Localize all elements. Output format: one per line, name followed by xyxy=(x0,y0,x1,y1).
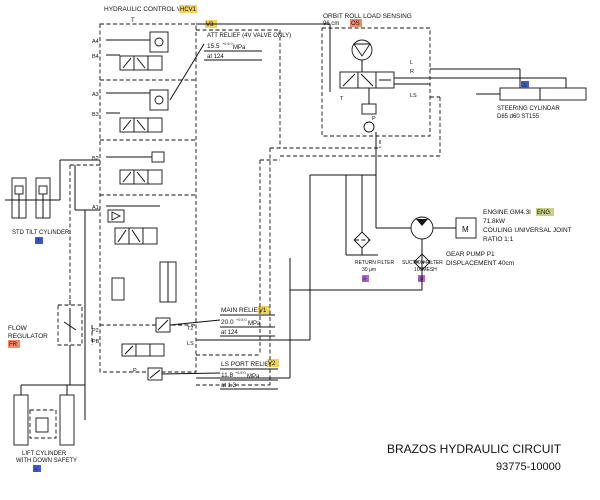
steering-cylinder-spec: D85 d60 ST155 xyxy=(497,114,540,120)
ls-port-relief-callout: LS PORT RELIEF V2 11.8 +0.5 0 MPa at 1.3 xyxy=(161,359,279,390)
att-relief-unit: MPa xyxy=(233,45,246,51)
spool-section-2 xyxy=(106,151,165,185)
spool-section-1 xyxy=(106,205,177,303)
spool-section-3 xyxy=(106,89,169,133)
hydraulic-lines xyxy=(21,23,441,420)
port-t2: T2 xyxy=(187,326,193,332)
ls-relief-label: LS PORT RELIEF xyxy=(221,361,273,368)
main-relief-setting: 20.0 xyxy=(221,319,234,326)
suction-filter-tag: Ⓢ xyxy=(418,276,423,283)
ls-relief-at: at 1.3 xyxy=(221,383,237,389)
engine-line4: RATIO 1:1 xyxy=(483,236,514,243)
diagram-title: BRAZOS HYDRAULIC CIRCUIT xyxy=(387,442,562,456)
port-a1: A1 xyxy=(92,205,99,211)
suction-filter-spec: 100MESH xyxy=(414,267,437,273)
engine-motor-symbol: M xyxy=(462,225,469,234)
main-relief-at: at 124 xyxy=(221,330,238,336)
port-p2: P2 xyxy=(92,328,99,334)
return-filter: RETURN FILTER 30 μm Ⓡ xyxy=(353,231,394,283)
orbit-port-t: T xyxy=(340,96,344,102)
lift-cylinder-line1: LIFT CYLINDER xyxy=(22,451,67,457)
engine-line3: COULING UNIVERSAL JOINT xyxy=(483,227,572,234)
return-filter-spec: 30 μm xyxy=(362,267,376,273)
att-relief-callout: V3 ATT RELIEF (4V VALVE ONLY) 15.5 +0.5 … xyxy=(169,20,291,101)
port-b3: B3 xyxy=(92,112,99,118)
hydraulic-control-valve: HYDRAULIC CONTROL VALVE HCV1 T xyxy=(92,5,197,381)
tilt-cylinder: STD TILT CYLINDER Ⓣ xyxy=(5,177,70,245)
orbit-port-r: R xyxy=(410,69,414,75)
port-a4: A4 xyxy=(92,39,99,45)
att-relief-setting: 15.5 xyxy=(207,43,220,50)
att-relief-tag: V3 xyxy=(206,22,214,28)
suction-filter-label: SUCTION FILTER xyxy=(402,260,443,266)
flow-regulator-tag: FR xyxy=(9,342,18,348)
steering-cylinder-label: STEERING CYLINDAR xyxy=(497,106,560,112)
lift-cylinder-tag: Ⓛ xyxy=(34,466,39,473)
gear-pump-line1: GEAR PUMP P1 xyxy=(446,251,495,258)
steering-cylinder: STEERING CYLINDAR D85 d60 ST155 Ⓢ xyxy=(430,68,587,120)
orbit-roll-label: ORBIT ROLL LOAD SENSING xyxy=(323,13,412,20)
title-block: BRAZOS HYDRAULIC CIRCUIT 93775-10000 xyxy=(387,442,562,473)
engine-line2: 71.8kW xyxy=(483,218,506,225)
port-pb: PB xyxy=(92,339,100,345)
ls-relief-tag: V2 xyxy=(268,361,276,367)
orbit-port-l: L xyxy=(410,60,413,66)
main-relief-tolerance: +0.5 0 xyxy=(236,318,247,322)
att-relief-at: at 124 xyxy=(207,54,224,60)
engine-pump-group: M ENGINE GM4.3l ENG 71.8kW COULING UNIVE… xyxy=(410,208,572,267)
main-relief-tag: V1 xyxy=(259,308,267,314)
lift-cylinder-line2: WITH DOWN SAFETY xyxy=(16,458,77,464)
port-b4: B4 xyxy=(92,54,99,60)
ls-relief-unit: MPa xyxy=(247,374,260,380)
orbit-port-p: P xyxy=(372,116,376,122)
hcv-tag: HCV1 xyxy=(180,7,197,13)
hcv-label: HYDRAULIC CONTROL VALVE xyxy=(104,6,197,13)
gear-pump-line2: DISPLACEMENT 40cm xyxy=(446,260,514,267)
main-relief-label: MAIN RELIEF xyxy=(221,307,262,314)
engine-line1: ENGINE GM4.3l xyxy=(483,209,531,216)
steering-cylinder-tag: Ⓢ xyxy=(522,82,527,89)
orbit-roll-displacement: 96 cm xyxy=(323,21,339,27)
drawing-number: 93775-10000 xyxy=(496,461,561,473)
port-ls: LS xyxy=(187,341,194,347)
main-relief-callout: MAIN RELIEF V1 20.0 +0.5 0 MPa at 124 xyxy=(169,306,275,337)
port-a3: A3 xyxy=(92,92,99,98)
main-relief-unit: MPa xyxy=(248,321,261,327)
ls-relief-setting: 11.8 xyxy=(221,372,234,379)
hcv-port-t: T xyxy=(131,18,135,24)
flow-regulator-line2: REGULATOR xyxy=(8,333,48,340)
flow-regulator-line1: FLOW xyxy=(8,325,28,332)
hcv-tag-bg xyxy=(179,5,197,13)
port-p: P xyxy=(133,368,137,374)
port-b2: B2 xyxy=(92,156,99,162)
att-relief-tolerance: +0.5 0 xyxy=(222,42,233,46)
tilt-cylinder-label: STD TILT CYLINDER xyxy=(12,230,70,236)
engine-tag: ENG xyxy=(537,210,550,216)
flow-regulator: FLOW REGULATOR FR xyxy=(8,304,83,348)
inlet-section xyxy=(121,317,171,381)
orbit-port-ls: LS xyxy=(410,93,417,99)
spool-section-4 xyxy=(106,31,169,71)
ls-relief-tolerance: +0.5 0 xyxy=(235,371,246,375)
orbit-roll-load-sensing: ORBIT ROLL LOAD SENSING 96 cm OS L R T L… xyxy=(321,13,431,137)
orbit-roll-tag: OS xyxy=(351,21,360,27)
return-filter-tag: Ⓡ xyxy=(362,276,367,283)
suction-filter: SUCTION FILTER 100MESH Ⓢ xyxy=(402,253,443,283)
tilt-cylinder-tag: Ⓣ xyxy=(36,238,41,245)
return-filter-label: RETURN FILTER xyxy=(355,260,394,266)
lift-cylinder: LIFT CYLINDER WITH DOWN SAFETY Ⓛ xyxy=(13,385,77,473)
hcv-envelope xyxy=(99,23,197,373)
att-relief-label: ATT RELIEF (4V VALVE ONLY) xyxy=(207,33,291,39)
